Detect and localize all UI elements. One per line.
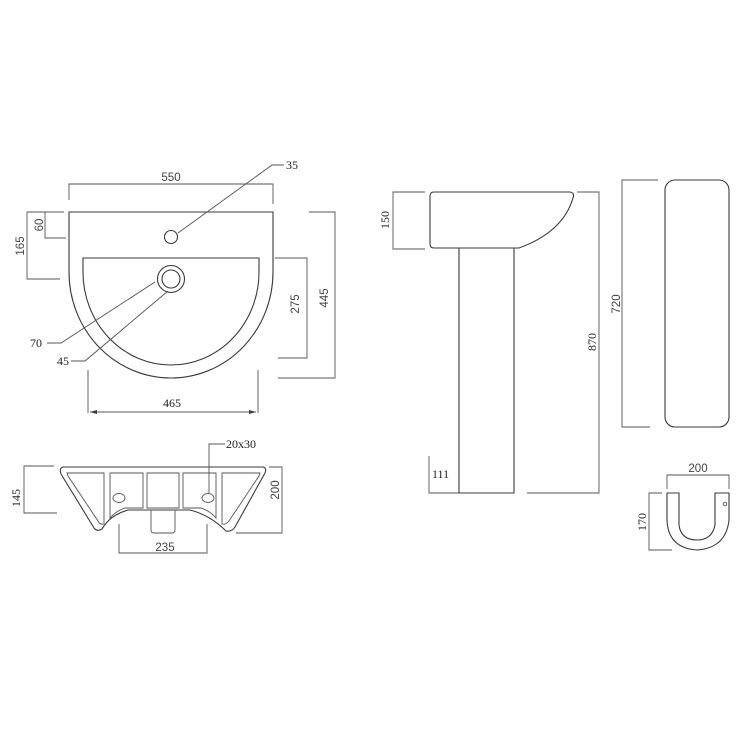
dim-label-111: 111 xyxy=(432,467,449,481)
dim-line-150 xyxy=(392,191,425,250)
dim-label-465: 465 xyxy=(163,396,181,410)
dim-label-870: 870 xyxy=(585,333,599,351)
tap-hole xyxy=(163,229,179,245)
waste-outlet xyxy=(150,510,176,534)
basin-side-profile xyxy=(429,191,575,249)
side-view: 150 870 111 xyxy=(378,191,600,494)
dim-label-45: 45 xyxy=(57,354,69,368)
overflow-hole-right xyxy=(201,493,215,503)
dim-label-145: 145 xyxy=(9,489,23,507)
dim-line-445 xyxy=(278,211,336,379)
dim-line-165 xyxy=(26,211,64,280)
dim-label-20x30: 20x30 xyxy=(226,437,256,451)
dim-line-720 xyxy=(621,179,658,428)
waste-inner xyxy=(161,269,181,289)
dim-label-70: 70 xyxy=(30,336,42,350)
leader-45 xyxy=(71,290,169,362)
basin-front-outline xyxy=(59,466,267,532)
basin-outer-outline xyxy=(68,211,274,379)
rib-right xyxy=(221,472,261,525)
rib-2 xyxy=(109,472,144,520)
leader-20x30 xyxy=(208,443,225,493)
dim-line-465 xyxy=(87,370,259,413)
dim-line-550 xyxy=(68,183,274,204)
dim-line-235 xyxy=(118,524,208,554)
dim-label-35: 35 xyxy=(286,158,298,172)
dim-label-275: 275 xyxy=(290,294,302,313)
leader-70 xyxy=(47,281,156,344)
leader-35 xyxy=(177,164,284,234)
dim-line-870 xyxy=(527,191,600,494)
dim-line-200-section xyxy=(666,474,730,489)
dim-label-150: 150 xyxy=(378,211,392,229)
pedestal-front-outline xyxy=(664,179,730,428)
pedestal-u-outline xyxy=(666,492,730,551)
dim-line-111 xyxy=(428,456,459,494)
dim-label-720: 720 xyxy=(611,294,623,313)
dim-line-60 xyxy=(44,211,66,239)
top-view: 550 35 60 165 275 445 70 45 465 xyxy=(15,158,336,414)
dim-label-200: 200 xyxy=(270,480,282,499)
dim-label-165: 165 xyxy=(15,236,27,255)
fixing-hole xyxy=(722,501,728,507)
rib-left xyxy=(66,472,105,525)
dim-line-170 xyxy=(648,492,672,551)
pedestal-section: 200 170 xyxy=(635,463,730,551)
waste-outer xyxy=(156,264,186,294)
dim-label-550: 550 xyxy=(161,172,180,184)
pedestal-side xyxy=(458,248,515,494)
dim-line-145 xyxy=(23,465,57,514)
dim-label-170: 170 xyxy=(635,513,649,531)
dim-line-200 xyxy=(236,466,283,534)
rib-3 xyxy=(146,472,180,509)
pedestal-view: 720 xyxy=(611,179,730,428)
dim-label-235: 235 xyxy=(155,542,174,554)
dim-line-275 xyxy=(275,257,308,359)
rib-4 xyxy=(182,472,217,520)
dim-label-60: 60 xyxy=(34,219,46,232)
overflow-hole-left xyxy=(112,493,126,503)
dim-label-200-section: 200 xyxy=(688,463,707,475)
front-view: 20x30 145 200 235 xyxy=(9,437,283,554)
dim-label-445: 445 xyxy=(319,288,331,307)
basin-bowl-outline xyxy=(82,257,260,366)
